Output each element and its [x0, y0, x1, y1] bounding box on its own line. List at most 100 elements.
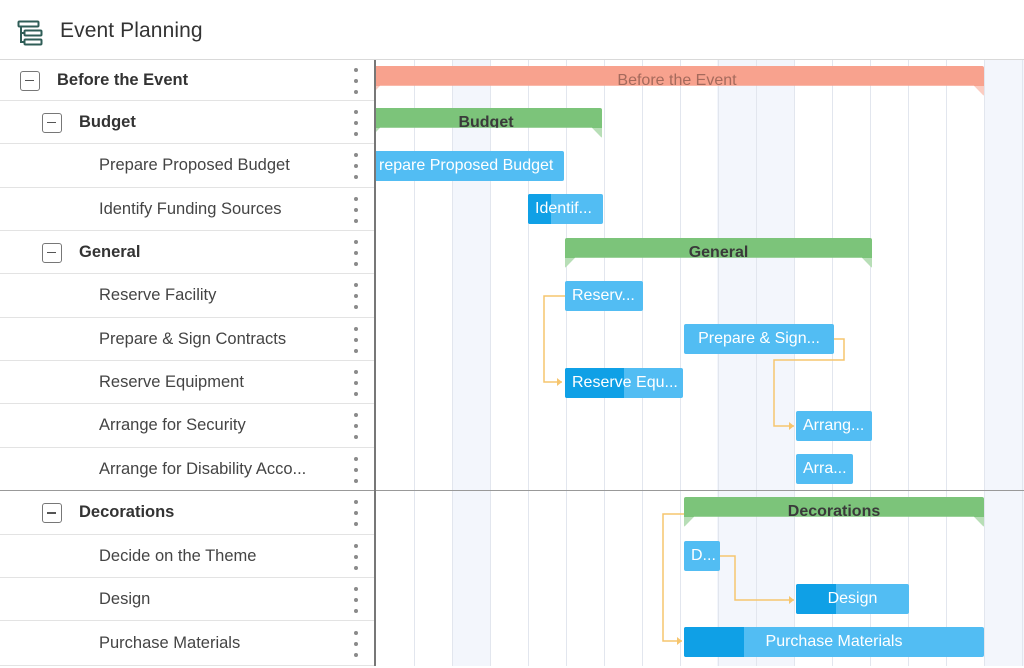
page-title: Event Planning	[60, 19, 203, 42]
task-row-decorations[interactable]: Decorations	[0, 491, 375, 535]
bar-label: repare Proposed Budget	[379, 157, 554, 174]
kebab-menu-icon[interactable]	[352, 239, 360, 266]
collapse-minus-icon[interactable]	[20, 70, 40, 91]
link-arrow-icon	[789, 422, 794, 430]
day-gridline	[528, 60, 529, 666]
kebab-menu-icon[interactable]	[352, 369, 360, 396]
task-bar-design[interactable]: Design	[796, 584, 909, 614]
dependency-link[interactable]	[716, 555, 794, 601]
grid-splitter[interactable]	[374, 60, 376, 666]
dependency-link[interactable]	[773, 338, 845, 427]
task-bar-identify-funding-sources[interactable]: Identif...	[528, 194, 603, 224]
kebab-menu-icon[interactable]	[352, 456, 360, 483]
bar-label: D...	[691, 547, 716, 564]
day-gridline	[908, 60, 909, 666]
task-name: Prepare & Sign Contracts	[99, 329, 287, 348]
day-gridline	[984, 60, 985, 666]
task-row-arrange-for-security[interactable]: Arrange for Security	[0, 404, 375, 448]
bar-label: Prepare & Sign...	[698, 330, 820, 347]
kebab-menu-icon[interactable]	[352, 630, 360, 657]
task-name: Identify Funding Sources	[99, 199, 282, 218]
task-row-decide-on-the-theme[interactable]: Decide on the Theme	[0, 535, 375, 578]
day-gridline	[680, 60, 681, 666]
day-gridline	[946, 60, 947, 666]
gantt-tree-icon	[17, 20, 43, 46]
kebab-menu-icon[interactable]	[352, 413, 360, 439]
collapse-minus-icon[interactable]	[42, 242, 62, 263]
bar-label: Arra...	[803, 460, 847, 477]
bar-label: Purchase Materials	[765, 633, 903, 650]
task-name: Before the Event	[57, 70, 189, 89]
kebab-menu-icon[interactable]	[352, 109, 360, 136]
kebab-menu-icon[interactable]	[352, 283, 360, 309]
task-bar-prepare-sign-contracts[interactable]: Prepare & Sign...	[684, 324, 834, 354]
task-row-identify-funding-sources[interactable]: Identify Funding Sources	[0, 188, 375, 231]
task-row-prepare-proposed-budget[interactable]: Prepare Proposed Budget	[0, 144, 375, 188]
dependency-link[interactable]	[543, 295, 565, 383]
kebab-menu-icon[interactable]	[352, 67, 360, 94]
kebab-menu-icon[interactable]	[352, 326, 360, 353]
collapse-minus-icon[interactable]	[42, 503, 62, 523]
task-bar-arrange-for-disability-acco[interactable]: Arra...	[796, 454, 853, 484]
kebab-menu-icon[interactable]	[352, 500, 360, 526]
task-name: Design	[99, 589, 151, 608]
task-row-prepare-sign-contracts[interactable]: Prepare & Sign Contracts	[0, 318, 375, 361]
task-row-purchase-materials[interactable]: Purchase Materials	[0, 621, 375, 666]
task-row-arrange-for-disability-acco[interactable]: Arrange for Disability Acco...	[0, 448, 375, 491]
task-name: Arrange for Disability Acco...	[99, 459, 307, 478]
task-name: Decide on the Theme	[99, 546, 257, 565]
progress-fill	[796, 584, 836, 614]
day-gridline	[718, 60, 719, 666]
bar-label: Reserv...	[572, 287, 635, 304]
day-gridline	[604, 60, 605, 666]
bar-label: Design	[827, 590, 878, 607]
task-bar-purchase-materials[interactable]: Purchase Materials	[684, 627, 984, 657]
task-row-budget[interactable]: Budget	[0, 101, 375, 144]
bar-label: Budget	[458, 114, 514, 131]
task-name: Prepare Proposed Budget	[99, 156, 290, 174]
kebab-menu-icon[interactable]	[352, 153, 360, 179]
task-row-design[interactable]: Design	[0, 578, 375, 621]
day-gridline	[756, 60, 757, 666]
task-row-reserve-equipment[interactable]: Reserve Equipment	[0, 361, 375, 404]
progress-fill	[684, 627, 744, 657]
task-name: General	[79, 242, 141, 261]
task-name: Purchase Materials	[99, 633, 241, 652]
weekend-column	[984, 60, 1024, 666]
task-row-general[interactable]: General	[0, 231, 375, 274]
progress-fill	[528, 194, 551, 224]
task-bar-arrange-for-security[interactable]: Arrang...	[796, 411, 872, 441]
task-name: Reserve Facility	[99, 286, 217, 304]
kebab-menu-icon[interactable]	[352, 196, 360, 223]
link-arrow-icon	[557, 378, 562, 386]
day-gridline	[490, 60, 491, 666]
day-gridline	[1022, 60, 1023, 666]
day-gridline	[414, 60, 415, 666]
section-separator	[376, 490, 1024, 491]
link-arrow-icon	[789, 596, 794, 604]
collapse-minus-icon[interactable]	[42, 112, 62, 133]
bar-label: Before the Event	[617, 72, 737, 89]
progress-fill	[565, 368, 624, 398]
bar-label: Arrang...	[803, 417, 865, 434]
task-name: Decorations	[79, 503, 175, 521]
day-gridline	[832, 60, 833, 666]
task-bar-decide-on-the-theme[interactable]: D...	[684, 541, 720, 571]
task-bar-prepare-proposed-budget[interactable]: repare Proposed Budget	[376, 151, 564, 181]
dependency-link[interactable]	[662, 513, 684, 642]
task-row-reserve-facility[interactable]: Reserve Facility	[0, 274, 375, 318]
day-gridline	[452, 60, 453, 666]
task-bar-reserve-equipment[interactable]: Reserve Equ...	[565, 368, 683, 398]
day-gridline	[794, 60, 795, 666]
task-name: Budget	[79, 112, 136, 131]
header-bar: Event Planning	[0, 0, 1024, 60]
task-name: Reserve Equipment	[99, 372, 244, 391]
kebab-menu-icon[interactable]	[352, 543, 360, 570]
task-row-before-the-event[interactable]: Before the Event	[0, 60, 375, 101]
dependency-links	[543, 295, 845, 645]
bar-label: Decorations	[787, 503, 881, 520]
kebab-menu-icon[interactable]	[352, 586, 360, 613]
task-bar-reserve-facility[interactable]: Reserv...	[565, 281, 643, 311]
